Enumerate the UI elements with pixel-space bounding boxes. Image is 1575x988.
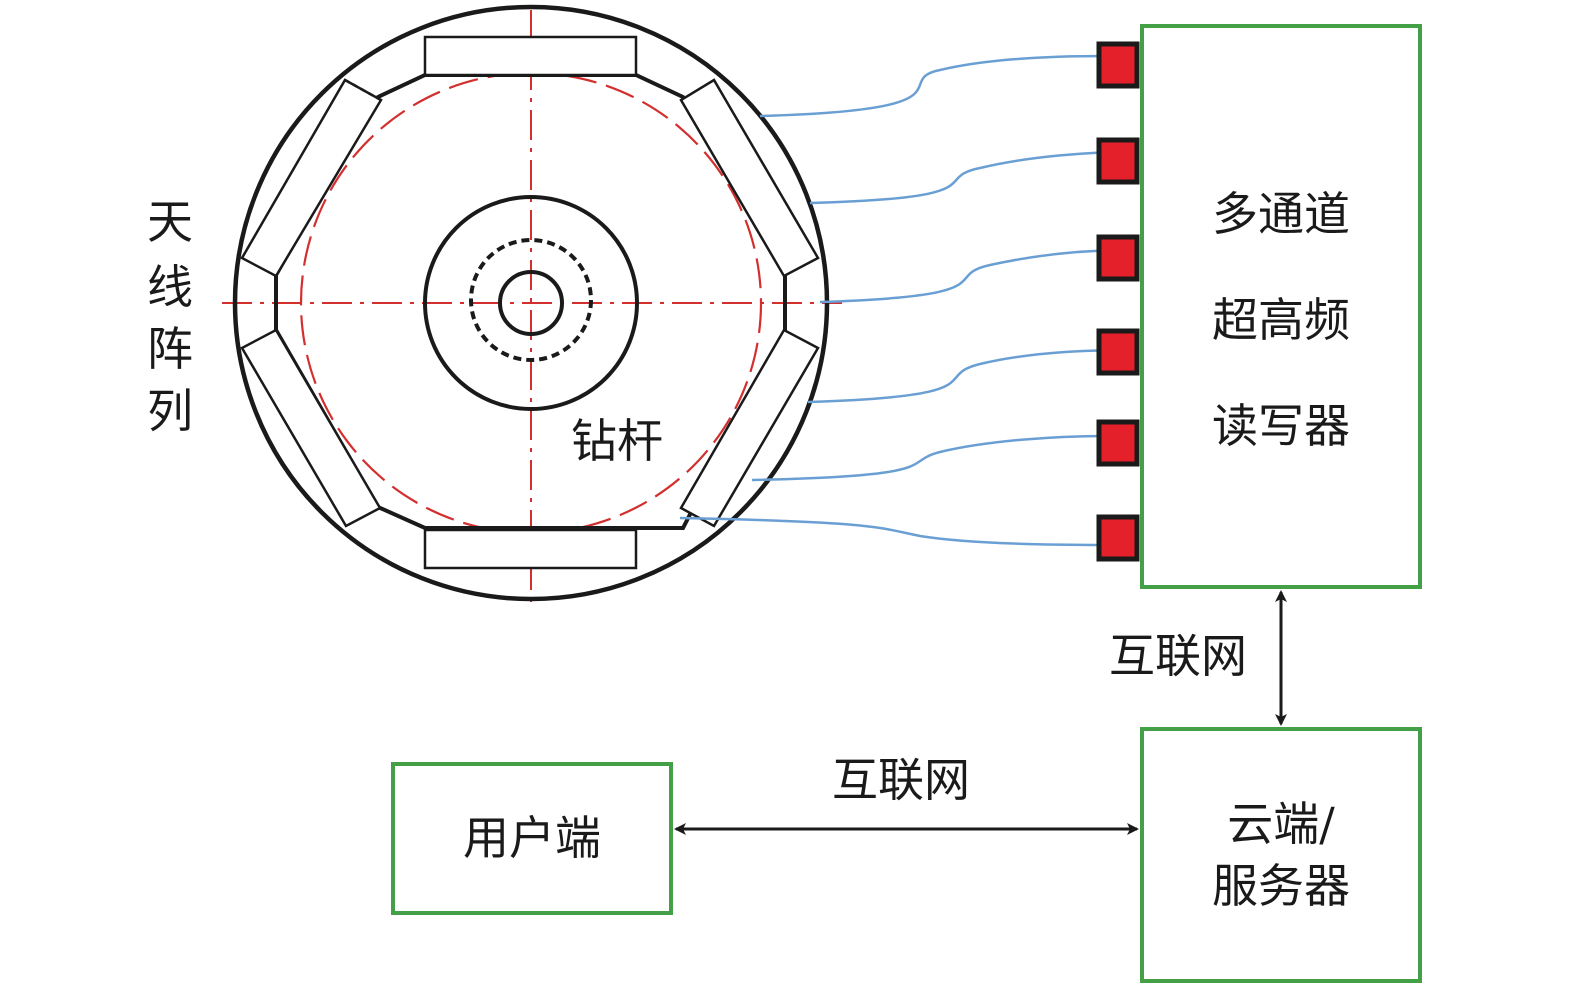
cloud-server-label-line-1: 云端/ bbox=[1227, 797, 1335, 851]
feed-cable-2 bbox=[809, 150, 1131, 205]
reader-port-3 bbox=[1096, 234, 1140, 282]
drill-rod-dashed-circle bbox=[469, 238, 593, 362]
user-terminal-box bbox=[391, 762, 673, 915]
antenna-slab-lower-right bbox=[679, 328, 820, 528]
slab-dash-joint bbox=[344, 78, 382, 102]
reader-box bbox=[1140, 24, 1422, 589]
antenna-slab-top bbox=[423, 35, 638, 77]
antenna-array-label-4: 列 bbox=[147, 384, 193, 438]
reader-label-line-1: 多通道 bbox=[1212, 187, 1350, 241]
drill-rod-label: 钻杆 bbox=[571, 414, 663, 468]
antenna-array-label-1: 天 bbox=[147, 195, 193, 249]
reader-port-2 bbox=[1096, 137, 1140, 185]
antenna-array-label-2: 线 bbox=[147, 260, 193, 314]
cloud-server-label-line-2: 服务器 bbox=[1212, 859, 1350, 913]
antenna-slab-bottom bbox=[423, 528, 638, 570]
antenna-slab-lower-left bbox=[240, 328, 382, 528]
drill-rod-outer-circle bbox=[423, 195, 639, 411]
reader-port-6 bbox=[1096, 514, 1140, 562]
reader-port-1 bbox=[1096, 41, 1140, 89]
antenna-array-label-3: 阵 bbox=[147, 322, 193, 376]
center-lines bbox=[222, 10, 842, 610]
antenna-slabs bbox=[240, 35, 820, 570]
user-terminal-label: 用户端 bbox=[463, 811, 601, 865]
internet-label-vertical: 互联网 bbox=[1109, 629, 1247, 683]
feed-cable-3 bbox=[819, 248, 1131, 304]
feed-cables bbox=[679, 54, 1131, 547]
feed-cable-4 bbox=[807, 348, 1131, 404]
reader-label-line-2: 超高频 bbox=[1212, 293, 1350, 347]
feed-cable-1 bbox=[759, 54, 1107, 118]
cloud-server-box bbox=[1140, 727, 1422, 983]
reader-ports bbox=[1096, 41, 1140, 562]
reader-port-5 bbox=[1096, 419, 1140, 467]
feed-cable-6 bbox=[679, 516, 1107, 547]
internet-label-horizontal: 互联网 bbox=[832, 753, 970, 807]
feed-cable-5 bbox=[751, 434, 1107, 482]
antenna-slab-upper-right bbox=[679, 78, 820, 278]
reader-label-line-3: 读写器 bbox=[1212, 399, 1350, 453]
reader-port-4 bbox=[1096, 328, 1140, 376]
drill-rod-inner-circle bbox=[498, 270, 564, 336]
